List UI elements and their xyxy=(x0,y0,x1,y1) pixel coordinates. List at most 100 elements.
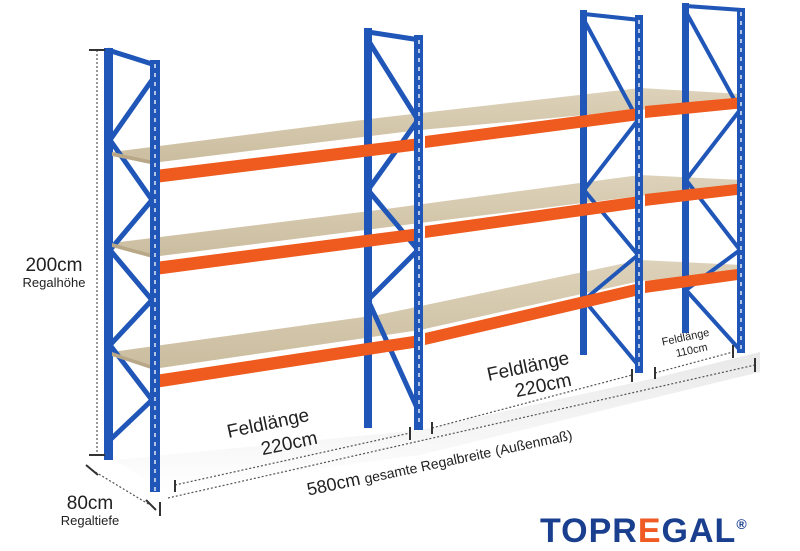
perforation-slot xyxy=(638,119,640,123)
perforation-slot xyxy=(418,229,420,233)
perforation-slot xyxy=(638,299,640,303)
rear-upright-frames xyxy=(104,3,689,460)
perforation-slot xyxy=(740,75,742,79)
perforation-slot xyxy=(154,298,156,302)
upright-perforations xyxy=(154,12,742,491)
perforation-slot xyxy=(638,29,640,33)
perforation-slot xyxy=(638,47,640,51)
perforation-slot xyxy=(740,264,742,268)
perforation-slot xyxy=(638,101,640,105)
perforation-slot xyxy=(154,289,156,293)
perforation-slot xyxy=(154,379,156,383)
perforation-slot xyxy=(418,283,420,287)
perforation-slot xyxy=(418,256,420,260)
perforation-slot xyxy=(638,290,640,294)
brand-name-part1: TOPR xyxy=(540,512,638,550)
dimension-ticks xyxy=(85,49,756,516)
perforation-slot xyxy=(154,487,156,491)
perforation-slot xyxy=(154,154,156,158)
perforation-slot xyxy=(154,145,156,149)
perforation-slot xyxy=(418,346,420,350)
perforation-slot xyxy=(740,156,742,160)
perforation-slot xyxy=(154,451,156,455)
perforation-slot xyxy=(418,148,420,152)
perforation-slot xyxy=(638,182,640,186)
perforation-slot xyxy=(740,237,742,241)
perforation-slot xyxy=(154,235,156,239)
perforation-slot xyxy=(418,139,420,143)
perforation-slot xyxy=(154,82,156,86)
perforation-slot xyxy=(418,40,420,44)
perforation-slot xyxy=(418,292,420,296)
perforation-slot xyxy=(154,190,156,194)
perforation-slot xyxy=(418,310,420,314)
perforation-slot xyxy=(418,319,420,323)
brand-name-accent: E xyxy=(637,512,662,550)
perforation-slot xyxy=(740,255,742,259)
perforation-slot xyxy=(418,58,420,62)
perforation-slot xyxy=(418,220,420,224)
perforation-slot xyxy=(740,84,742,88)
perforation-slot xyxy=(154,136,156,140)
perforation-slot xyxy=(638,236,640,240)
perforation-slot xyxy=(740,138,742,142)
perforation-slot xyxy=(154,469,156,473)
perforation-slot xyxy=(154,334,156,338)
perforation-slot xyxy=(418,373,420,377)
perforation-slot xyxy=(154,343,156,347)
perforation-slot xyxy=(638,83,640,87)
perforation-slot xyxy=(418,409,420,413)
perforation-slot xyxy=(418,76,420,80)
perforation-slot xyxy=(638,281,640,285)
perforation-slot xyxy=(418,400,420,404)
perforation-slot xyxy=(740,318,742,322)
perforation-slot xyxy=(740,327,742,331)
perforation-slot xyxy=(740,111,742,115)
board-edges xyxy=(112,152,160,372)
perforation-slot xyxy=(638,146,640,150)
perforation-slot xyxy=(740,246,742,250)
perforation-slot xyxy=(740,345,742,349)
perforation-slot xyxy=(154,460,156,464)
perforation-slot xyxy=(740,12,742,16)
perforation-slot xyxy=(740,21,742,25)
perforation-slot xyxy=(638,317,640,321)
perforation-slot xyxy=(154,127,156,131)
perforation-slot xyxy=(154,181,156,185)
perforation-slot xyxy=(740,165,742,169)
perforation-slot xyxy=(638,335,640,339)
perforation-slot xyxy=(154,64,156,68)
perforation-slot xyxy=(740,129,742,133)
depth-label: Regaltiefe xyxy=(60,513,120,528)
perforation-slot xyxy=(638,344,640,348)
perforation-slot xyxy=(418,94,420,98)
perforation-slot xyxy=(638,20,640,24)
front-beams xyxy=(155,97,745,388)
perforation-slot xyxy=(154,226,156,230)
trademark-symbol: ® xyxy=(736,516,748,532)
perforation-slot xyxy=(418,184,420,188)
perforation-slot xyxy=(418,166,420,170)
perforation-slot xyxy=(154,406,156,410)
perforation-slot xyxy=(154,73,156,77)
perforation-slot xyxy=(154,388,156,392)
dimension-lines xyxy=(91,50,756,506)
perforation-slot xyxy=(418,103,420,107)
perforation-slot xyxy=(418,175,420,179)
perforation-slot xyxy=(638,74,640,78)
perforation-slot xyxy=(154,361,156,365)
perforation-slot xyxy=(418,85,420,89)
perforation-slot xyxy=(418,274,420,278)
perforation-slot xyxy=(154,217,156,221)
perforation-slot xyxy=(638,56,640,60)
perforation-slot xyxy=(418,49,420,53)
perforation-slot xyxy=(154,199,156,203)
perforation-slot xyxy=(740,57,742,61)
perforation-slot xyxy=(638,128,640,132)
perforation-slot xyxy=(740,219,742,223)
perforation-slot xyxy=(638,218,640,222)
perforation-slot xyxy=(418,301,420,305)
perforation-slot xyxy=(638,227,640,231)
perforation-slot xyxy=(638,155,640,159)
